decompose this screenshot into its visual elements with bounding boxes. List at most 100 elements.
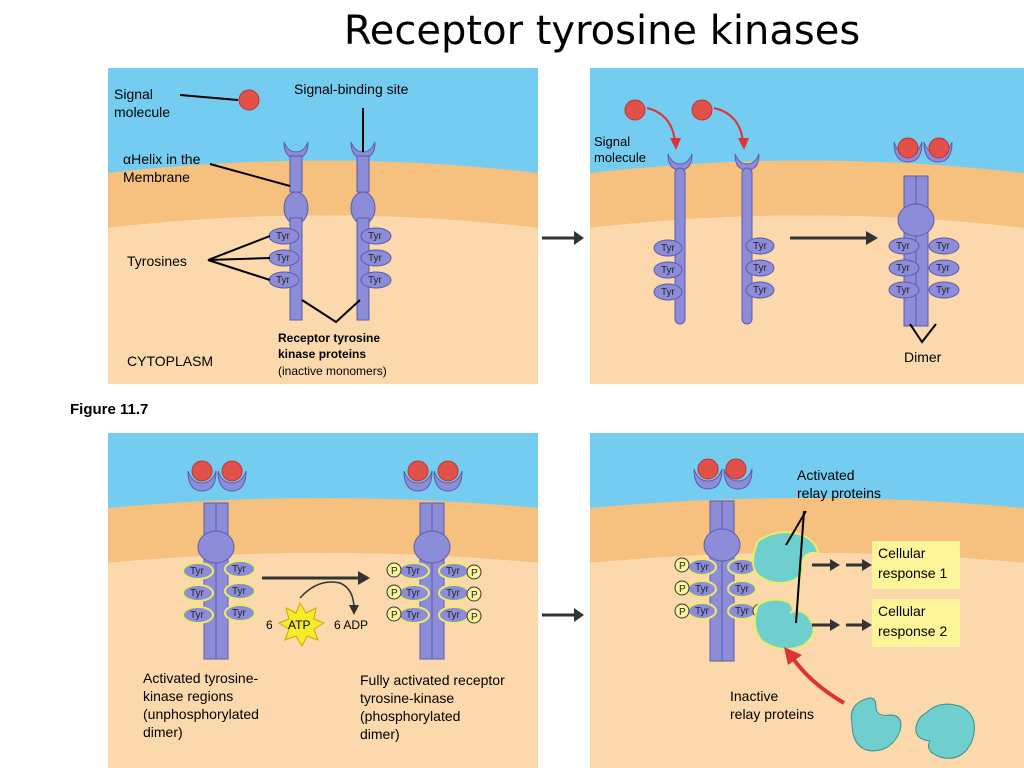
tyr-label: Tyr <box>753 263 768 274</box>
alpha-symbol: α <box>123 151 132 167</box>
receptor-monomer-right: Tyr Tyr Tyr <box>734 153 775 325</box>
relay-protein-inactive-icon <box>915 703 975 759</box>
relay-protein-active-icon <box>753 598 815 651</box>
tyr-label: Tyr <box>406 610 421 621</box>
signal-molecule-icon <box>407 460 429 482</box>
panel-relay-activation: Tyr Tyr Tyr Tyr Tyr Tyr P P P P P <box>590 433 1024 768</box>
response-arrow <box>812 559 872 631</box>
tyr-label: Tyr <box>232 564 247 575</box>
receptor-monomer-left: Tyr Tyr Tyr <box>653 153 693 325</box>
tyr-label: Tyr <box>276 275 291 286</box>
atp-label: ATP <box>288 618 311 632</box>
tyr-label: Tyr <box>661 243 676 254</box>
inactive-relay-label: Inactive relay proteins <box>730 688 815 722</box>
tyr-label: Tyr <box>695 606 710 617</box>
p-label: P <box>679 561 686 572</box>
tyr-label: Tyr <box>936 285 951 296</box>
step-arrow-2 <box>542 608 584 622</box>
atp-count: 6 <box>266 618 273 632</box>
tyr-label: Tyr <box>406 566 421 577</box>
signal-molecule-icon <box>697 458 719 480</box>
tyr-group-right: Tyr Tyr Tyr <box>360 227 392 289</box>
tyr-label: Tyr <box>735 562 750 573</box>
signal-molecule-icon <box>691 99 713 121</box>
panel4-diagram: Tyr Tyr Tyr Tyr Tyr Tyr P P P P P <box>590 433 1024 768</box>
dimer-label: Dimer <box>904 349 942 365</box>
tyr-label: Tyr <box>735 584 750 595</box>
tyr-label: Tyr <box>446 588 461 599</box>
tyr-label: Tyr <box>753 241 768 252</box>
panel3-diagram: Tyr Tyr Tyr Tyr Tyr Tyr Tyr <box>108 433 538 768</box>
tyrosines-label: Tyrosines <box>127 253 187 269</box>
tyr-label: Tyr <box>936 241 951 252</box>
panel-phosphorylation: Tyr Tyr Tyr Tyr Tyr Tyr Tyr <box>108 433 538 768</box>
activated-regions-label: Activated tyrosine- kinase regions (unph… <box>143 670 259 740</box>
receptor-monomer-left <box>283 141 309 321</box>
tyr-label: Tyr <box>446 566 461 577</box>
tyr-label: Tyr <box>406 588 421 599</box>
signal-molecule-icon <box>191 460 213 482</box>
p-label: P <box>679 607 686 618</box>
tyr-label: Tyr <box>661 265 676 276</box>
tyr-label: Tyr <box>232 586 247 597</box>
tyr-label: Tyr <box>368 231 383 242</box>
tyr-label: Tyr <box>368 275 383 286</box>
tyr-label: Tyr <box>896 285 911 296</box>
p-label: P <box>679 584 686 595</box>
tyr-label: Tyr <box>190 566 205 577</box>
tyr-label: Tyr <box>695 584 710 595</box>
tyr-label: Tyr <box>276 231 291 242</box>
tyr-label: Tyr <box>368 253 383 264</box>
tyr-label: Tyr <box>936 263 951 274</box>
cellular-response-2: Cellular response 2 <box>872 599 960 647</box>
tyr-label: Tyr <box>661 287 676 298</box>
signal-molecule-label: Signal molecule <box>594 134 647 165</box>
tyr-label: Tyr <box>190 588 205 599</box>
tyr-label: Tyr <box>753 285 768 296</box>
relay-protein-inactive-icon <box>850 697 902 752</box>
receptor-monomer-right <box>350 141 376 321</box>
signal-molecule-icon <box>624 99 646 121</box>
signal-molecule-label: Signal molecule <box>114 86 171 120</box>
cytoplasm-label: CYTOPLASM <box>127 353 214 369</box>
atp-burst-icon <box>277 601 326 648</box>
cellular-response-1: Cellular response 1 <box>872 541 960 589</box>
tyr-label: Tyr <box>276 253 291 264</box>
slide-title: Receptor tyrosine kinases <box>343 8 861 54</box>
panel1-diagram: Tyr Tyr Tyr Tyr Tyr Tyr <box>108 68 538 384</box>
tyr-label: Tyr <box>190 610 205 621</box>
panel-inactive-monomers: Tyr Tyr Tyr Tyr Tyr Tyr Signal molecule … <box>108 68 538 384</box>
signal-molecule-icon <box>221 460 243 482</box>
p-label: P <box>391 588 398 599</box>
receptor-dimer-phosphorylated: Tyr Tyr Tyr Tyr Tyr Tyr P P P P P P <box>386 460 482 660</box>
panel-dimerization: Tyr Tyr Tyr Tyr Tyr Tyr <box>590 68 1024 384</box>
p-label: P <box>391 610 398 621</box>
signal-binding-site-label: Signal-binding site <box>294 81 409 97</box>
alpha-helix-label: αHelix in the Membrane <box>123 151 201 185</box>
tyr-label: Tyr <box>446 610 461 621</box>
tyr-label: Tyr <box>695 562 710 573</box>
receptor-dimer: Tyr Tyr Tyr Tyr Tyr Tyr <box>888 137 960 327</box>
tyr-group-left: Tyr Tyr Tyr <box>268 227 300 289</box>
adp-label: 6 ADP <box>334 618 369 632</box>
receptor-dimer-unphosphorylated: Tyr Tyr Tyr Tyr Tyr Tyr <box>182 460 256 660</box>
panel2-diagram: Tyr Tyr Tyr Tyr Tyr Tyr <box>590 68 1024 384</box>
phosphate-group <box>386 562 482 624</box>
inactive-monomers-label: (inactive monomers) <box>278 364 387 378</box>
p-label: P <box>471 612 478 623</box>
receptor-proteins-label: Receptor tyrosine kinase proteins <box>278 331 381 361</box>
tyr-label: Tyr <box>232 608 247 619</box>
fully-activated-label: Fully activated receptor tyrosine-kinase… <box>360 672 505 742</box>
tyr-label: Tyr <box>896 263 911 274</box>
tyr-label: Tyr <box>735 606 750 617</box>
signal-molecule-icon <box>897 137 919 159</box>
tyr-label: Tyr <box>896 241 911 252</box>
p-label: P <box>391 566 398 577</box>
p-label: P <box>471 568 478 579</box>
signal-molecule-icon <box>437 460 459 482</box>
step-arrow-1 <box>542 231 584 245</box>
p-label: P <box>471 590 478 601</box>
signal-molecule-icon <box>928 137 950 159</box>
signal-molecule-icon <box>725 458 747 480</box>
signal-molecule-icon <box>238 89 260 111</box>
